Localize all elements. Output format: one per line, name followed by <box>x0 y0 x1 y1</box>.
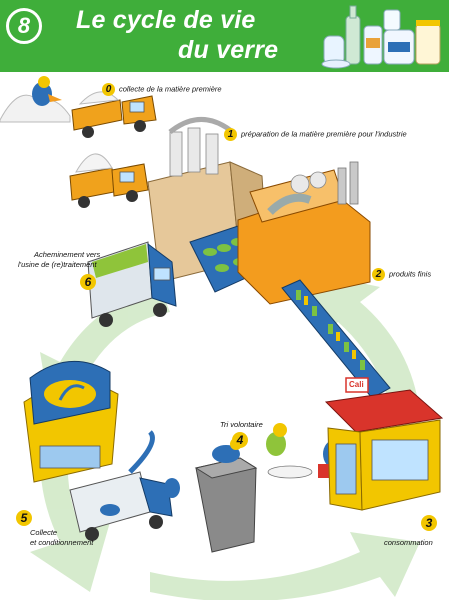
dump-truck-middle <box>69 153 149 208</box>
factory-finished-products <box>237 161 371 305</box>
step-4-number: 4 <box>232 432 248 448</box>
shop-sign: Cali <box>349 380 364 389</box>
bird-mascot-top <box>32 76 62 106</box>
step-1-number: 1 <box>224 128 237 141</box>
step-2-text: produits finis <box>389 269 432 279</box>
step-6-text-line2: l'usine de (re)traitement <box>18 260 97 269</box>
page-title-line1: Le cycle de vie <box>76 6 256 34</box>
step-5-number: 5 <box>16 510 32 526</box>
step-0-label: 0 collecte de la matière première <box>102 83 222 96</box>
step-5-text-line1: Collecte <box>30 528 58 537</box>
dump-truck-top <box>71 91 157 138</box>
step-6-number: 6 <box>80 274 96 290</box>
recycling-center <box>23 360 119 483</box>
conveyor-belt-2 <box>281 279 391 399</box>
header-banner: 8 Le cycle de vie du verre <box>0 0 449 72</box>
step-0-number: 0 <box>102 83 115 96</box>
step-5-text-line2: et conditionnement <box>30 538 94 547</box>
shop-building <box>324 377 444 511</box>
step-2-label: 2 produits finis <box>372 268 431 281</box>
collection-truck <box>69 430 180 541</box>
step-3-number: 3 <box>421 515 437 531</box>
page-title-line2: du verre <box>178 36 279 64</box>
step-0-text: collecte de la matière première <box>119 84 222 94</box>
glass-bottles-illustration <box>321 5 441 69</box>
step-3-text: consommation <box>384 538 433 547</box>
cycle-illustration <box>0 76 444 600</box>
step-2-number: 2 <box>372 268 385 281</box>
step-4-text: Tri volontaire <box>220 420 263 429</box>
step-6-text-line1: Acheminement vers <box>34 250 101 259</box>
sorting-container <box>194 438 258 553</box>
chapter-badge: 8 <box>6 8 42 44</box>
truck-transport-glass <box>87 241 177 327</box>
step-1-label: 1 préparation de la matière première pour… <box>224 128 407 141</box>
step-1-text: préparation de la matière première pour … <box>241 129 407 139</box>
